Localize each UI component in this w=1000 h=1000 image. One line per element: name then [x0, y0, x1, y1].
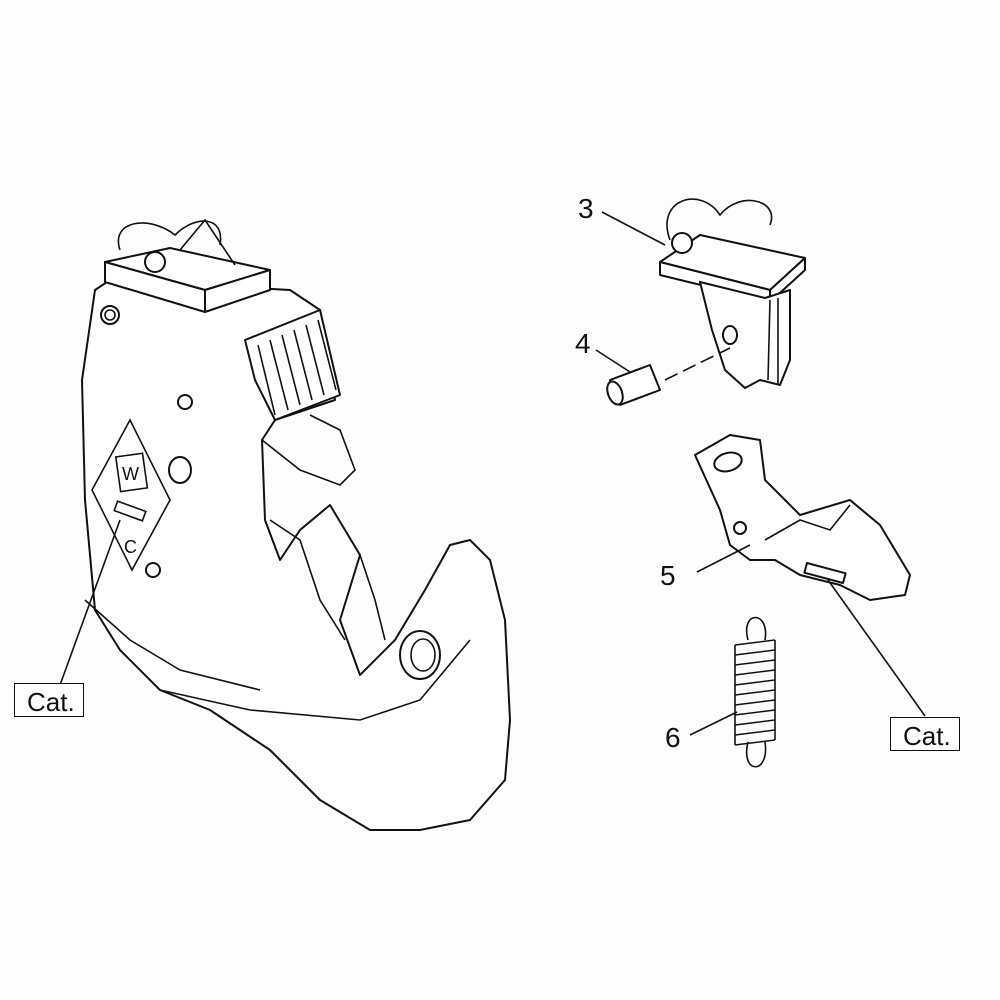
part-5-lever [694, 434, 926, 717]
logo-letter-c: C [124, 537, 137, 557]
part-6-spring [689, 616, 776, 768]
part-4-pin [595, 347, 731, 406]
leader-line-cat-left [59, 519, 121, 686]
callout-3: 3 [578, 193, 594, 224]
category-label-left: Cat. [14, 683, 84, 717]
manufacturer-logo [91, 418, 171, 572]
callout-5: 5 [660, 560, 676, 591]
callout-4: 4 [575, 328, 591, 359]
part-3-bracket [601, 198, 806, 389]
hook-assembly: W C [59, 218, 511, 831]
callout-6: 6 [665, 722, 681, 753]
logo-letter-w: W [122, 464, 139, 484]
category-label-right: Cat. [890, 717, 960, 751]
leader-line-cat-right [827, 579, 926, 717]
